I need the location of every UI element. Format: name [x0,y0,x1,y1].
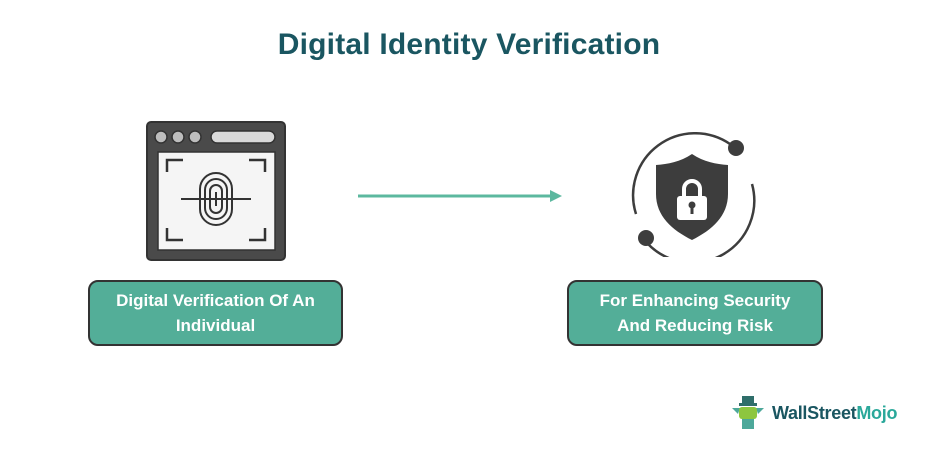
brand-logo: WallStreetMojo [728,394,897,432]
node-security-risk: For Enhancing Security And Reducing Risk [567,280,823,346]
browser-fingerprint-icon [146,121,286,261]
mascot-icon [732,396,764,429]
page-title: Digital Identity Verification [277,28,661,61]
node-label-line1: For Enhancing Security [599,291,791,310]
brand-part1: WallStreet [772,402,857,423]
node-label-line2: Individual [175,316,256,335]
flow-arrow [358,190,562,202]
node-digital-verification: Digital Verification Of An Individual [88,280,343,346]
shield-lock-icon [631,132,756,257]
node-label-line1: Digital Verification Of An [116,291,315,310]
node-label-line2: And Reducing Risk [617,316,773,335]
brand-part2: Mojo [856,402,898,423]
brand-name: WallStreetMojo [772,403,897,424]
